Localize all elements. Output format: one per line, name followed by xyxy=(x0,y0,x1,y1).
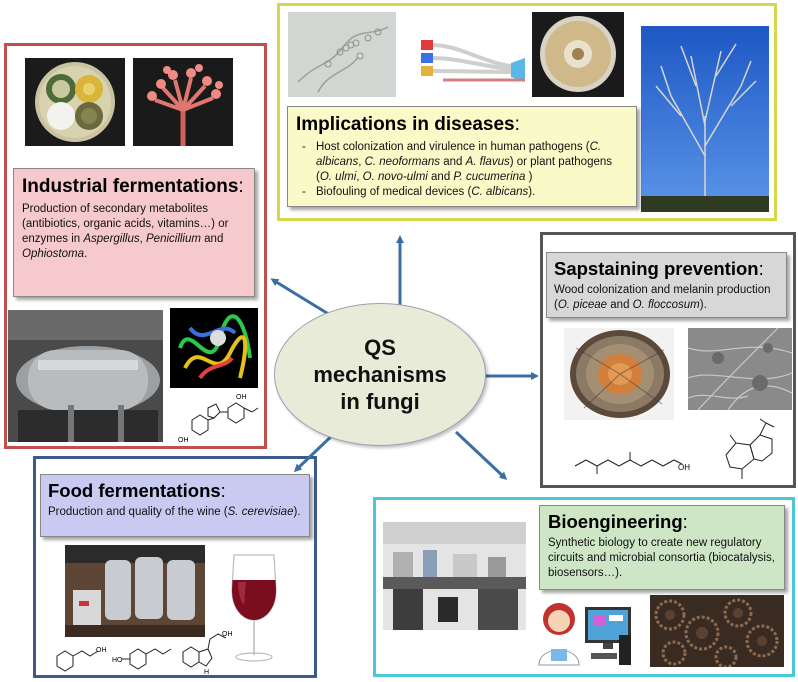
diseases-b1-s1: , xyxy=(358,156,365,168)
diseases-b1-s2: and xyxy=(440,156,466,168)
bio-description: Synthetic biology to create new regulato… xyxy=(548,537,775,579)
sem-hyphae-image xyxy=(688,328,792,410)
chem-oh-label-5: OH xyxy=(222,631,233,638)
diseases-org-c-neoformans: C. neoformans xyxy=(364,156,441,168)
petri-dish-cultures-image xyxy=(25,58,125,146)
diseases-b2-end: ). xyxy=(528,186,536,198)
chem-ho-label: HO xyxy=(112,657,123,664)
industrial-org-ophiostoma: Ophiostoma xyxy=(22,248,85,260)
diseases-title-colon: : xyxy=(514,114,520,135)
industrial-text: Production of secondary metabolites (ant… xyxy=(22,203,229,245)
chem-h-label: H xyxy=(204,669,209,676)
bio-title-colon: : xyxy=(682,511,688,532)
diseases-title: Implications in diseases xyxy=(296,114,515,135)
food-org-s-cerevisiae: S. cerevisiae xyxy=(227,506,294,518)
industrial-sep2: and xyxy=(200,233,224,245)
metabolite-structure-1: OH OH xyxy=(178,394,259,444)
diseases-org-a-flavus: A. flavus xyxy=(465,156,510,168)
fermentation-tank-image xyxy=(8,310,163,442)
sapstaining-sep1: and xyxy=(607,299,633,311)
industrial-description: Production of secondary metabolites (ant… xyxy=(22,202,246,262)
center-title-line1: QS xyxy=(364,335,396,360)
chem-oh-label-1: OH xyxy=(178,437,189,444)
chem-oh-label-4: OH xyxy=(96,647,107,654)
food-title: Food fermentations xyxy=(48,480,221,501)
food-fermentations-textbox: Food fermentations: Production and quali… xyxy=(40,474,310,537)
diseases-bullet-list: Host colonization and virulence in human… xyxy=(296,140,628,200)
tryptophol-structure: OH H xyxy=(182,631,233,676)
diseases-bullet-1: Host colonization and virulence in human… xyxy=(302,140,628,185)
sapstaining-description: Wood colonization and melanin production… xyxy=(554,283,779,313)
tyrosol-structure: HO xyxy=(112,648,172,670)
industrial-fermentations-textbox: Industrial fermentations: Production of … xyxy=(13,168,255,297)
wine-glass-image xyxy=(231,554,277,662)
bio-title: Bioengineering xyxy=(548,511,683,532)
diseases-b1-s4: , xyxy=(356,171,363,183)
sapstaining-org-o-floccosum: O. floccosum xyxy=(632,299,700,311)
food-text: Production and quality of the wine ( xyxy=(48,506,228,518)
diseases-b1-end: ) xyxy=(525,171,533,183)
center-title-line3: in fungi xyxy=(340,389,420,414)
farnesol-structure: OH xyxy=(574,452,690,474)
conidiophore-microscopy-image xyxy=(133,58,233,146)
arrow-to-industrial xyxy=(270,278,336,320)
industrial-title-colon: : xyxy=(238,176,244,197)
sapstaining-textbox: Sapstaining prevention: Wood colonizatio… xyxy=(546,252,787,318)
center-title-line2: mechanisms xyxy=(313,362,447,387)
sapstaining-title-colon: : xyxy=(758,258,764,279)
petri-dish-colony-image xyxy=(532,12,624,97)
center-ellipse: QS mechanisms in fungi xyxy=(274,303,486,446)
food-title-colon: : xyxy=(220,480,226,501)
chem-oh-label-2: OH xyxy=(236,394,247,401)
sapstaining-end: ). xyxy=(699,299,707,311)
diseases-org-c-albicans-2: C. albicans xyxy=(471,186,529,198)
food-end: ). xyxy=(293,506,301,518)
protein-structure-image xyxy=(170,308,258,388)
industrial-title: Industrial fermentations xyxy=(22,176,239,197)
industrial-org-penicillium: Penicillium xyxy=(146,233,201,245)
bioengineering-textbox: Bioengineering: Synthetic biology to cre… xyxy=(539,505,785,590)
diseases-bullet-2: Biofouling of medical devices (C. albica… xyxy=(302,185,628,200)
sapstaining-org-o-piceae: O. piceae xyxy=(557,299,608,311)
gears-image xyxy=(650,595,784,667)
scientist-computer-icon xyxy=(538,603,631,666)
diseases-org-o-ulmi: O. ulmi xyxy=(319,171,357,183)
arrow-to-bioengineering xyxy=(454,430,508,481)
diseases-org-o-novo-ulmi: O. novo-ulmi xyxy=(362,171,428,183)
food-description: Production and quality of the wine (S. c… xyxy=(48,505,302,520)
diseases-b1-s3: ) or plant pathogens ( xyxy=(316,156,613,183)
diseases-b1-s5: and xyxy=(427,171,454,183)
catheter-device-image xyxy=(421,40,526,82)
sapstaining-title: Sapstaining prevention xyxy=(554,258,759,279)
stained-wood-log-image xyxy=(564,328,674,420)
diseases-org-c-albicans: C. albicans xyxy=(316,141,602,168)
sesquiterpene-structure xyxy=(725,418,775,479)
sapstaining-text: Wood colonization and melanin production… xyxy=(554,284,771,311)
industrial-sep1: , xyxy=(139,233,146,245)
diseases-textbox: Implications in diseases: Host colonizat… xyxy=(287,106,637,207)
dead-elm-tree-image xyxy=(641,26,769,212)
diseases-org-p-cucumerina: P. cucumerina xyxy=(453,171,526,183)
chem-oh-label-3: OH xyxy=(678,463,690,472)
phenylethanol-structure: OH xyxy=(56,647,107,672)
laboratory-image xyxy=(383,522,526,630)
wine-tanks-image xyxy=(65,545,205,637)
industrial-end: . xyxy=(84,248,88,260)
hyphae-microscopy-image xyxy=(288,12,396,97)
diseases-b2-text: Biofouling of medical devices ( xyxy=(316,186,472,198)
industrial-org-aspergillus: Aspergillus xyxy=(83,233,140,245)
diseases-b1-text: Host colonization and virulence in human… xyxy=(316,141,590,153)
